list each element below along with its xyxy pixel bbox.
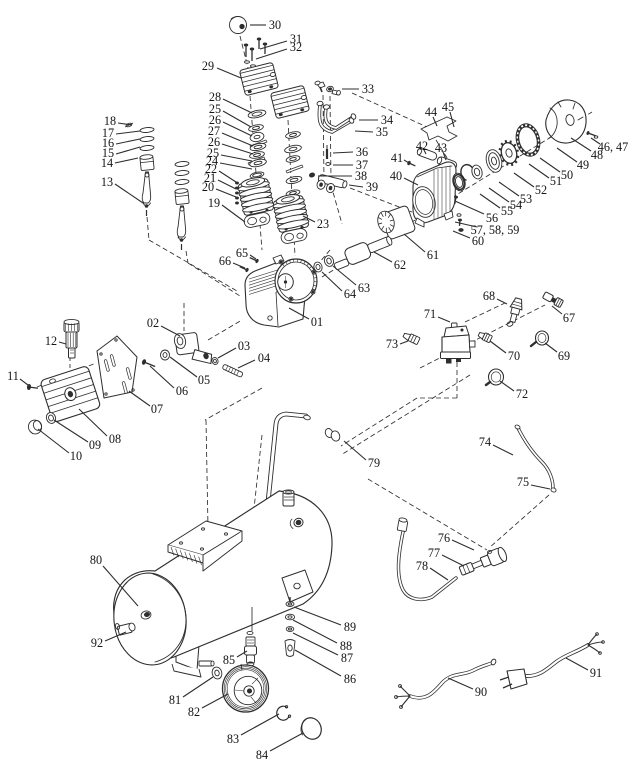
svg-text:49: 49 <box>577 158 589 172</box>
svg-text:19: 19 <box>208 196 220 210</box>
svg-text:71: 71 <box>424 307 436 321</box>
svg-text:08: 08 <box>109 432 121 446</box>
svg-text:31: 31 <box>290 32 302 46</box>
svg-text:53: 53 <box>520 192 532 206</box>
svg-text:79: 79 <box>368 456 380 470</box>
svg-text:65: 65 <box>236 246 248 260</box>
svg-text:62: 62 <box>394 258 406 272</box>
svg-text:28: 28 <box>209 90 221 104</box>
svg-text:02: 02 <box>147 316 159 330</box>
svg-text:30: 30 <box>269 18 281 32</box>
svg-text:74: 74 <box>479 435 491 449</box>
svg-text:85: 85 <box>223 653 235 667</box>
svg-text:20: 20 <box>202 180 214 194</box>
svg-text:84: 84 <box>256 748 268 762</box>
svg-text:42: 42 <box>416 139 428 153</box>
svg-text:12: 12 <box>45 334 57 348</box>
svg-text:61: 61 <box>427 248 439 262</box>
svg-text:45: 45 <box>442 100 454 114</box>
svg-text:44: 44 <box>425 105 437 119</box>
svg-text:32: 32 <box>290 40 302 54</box>
svg-text:63: 63 <box>358 281 370 295</box>
svg-text:75: 75 <box>517 475 529 489</box>
svg-text:54: 54 <box>510 198 522 212</box>
svg-text:70: 70 <box>508 349 520 363</box>
svg-text:73: 73 <box>386 337 398 351</box>
svg-text:90: 90 <box>475 685 487 699</box>
svg-text:13: 13 <box>101 175 113 189</box>
svg-text:78: 78 <box>416 559 428 573</box>
svg-text:82: 82 <box>188 705 200 719</box>
svg-text:72: 72 <box>516 387 528 401</box>
svg-text:60: 60 <box>472 234 484 248</box>
svg-text:67: 67 <box>563 311 575 325</box>
svg-text:87: 87 <box>341 651 353 665</box>
svg-text:36: 36 <box>356 145 368 159</box>
svg-text:38: 38 <box>355 169 367 183</box>
svg-text:83: 83 <box>227 732 239 746</box>
svg-text:68: 68 <box>483 289 495 303</box>
svg-text:39: 39 <box>366 180 378 194</box>
svg-text:29: 29 <box>202 59 214 73</box>
svg-text:01: 01 <box>311 315 323 329</box>
svg-text:18: 18 <box>104 114 116 128</box>
svg-text:55: 55 <box>501 204 513 218</box>
svg-text:24: 24 <box>206 154 218 168</box>
svg-text:69: 69 <box>558 349 570 363</box>
svg-text:37: 37 <box>356 158 368 172</box>
svg-text:06: 06 <box>176 384 188 398</box>
svg-text:25: 25 <box>209 102 221 116</box>
svg-text:11: 11 <box>7 369 19 383</box>
svg-text:34: 34 <box>381 113 393 127</box>
svg-text:07: 07 <box>151 402 163 416</box>
svg-text:56: 56 <box>486 211 498 225</box>
svg-text:91: 91 <box>590 666 602 680</box>
svg-text:43: 43 <box>435 141 447 155</box>
svg-text:35: 35 <box>376 125 388 139</box>
svg-text:86: 86 <box>344 672 356 686</box>
svg-text:10: 10 <box>70 449 82 463</box>
svg-text:88: 88 <box>340 639 352 653</box>
svg-text:16: 16 <box>102 136 114 150</box>
svg-text:03: 03 <box>238 339 250 353</box>
svg-text:21: 21 <box>204 171 216 185</box>
svg-text:05: 05 <box>198 373 210 387</box>
svg-text:57, 58, 59: 57, 58, 59 <box>471 223 520 237</box>
svg-text:89: 89 <box>344 620 356 634</box>
svg-text:41: 41 <box>391 151 403 165</box>
svg-text:14: 14 <box>101 156 113 170</box>
svg-text:15: 15 <box>102 146 114 160</box>
svg-text:80: 80 <box>90 553 102 567</box>
svg-text:25: 25 <box>207 146 219 160</box>
svg-text:26: 26 <box>209 113 221 127</box>
svg-text:27: 27 <box>208 124 220 138</box>
svg-text:64: 64 <box>344 287 356 301</box>
svg-text:76: 76 <box>438 531 450 545</box>
svg-text:09: 09 <box>89 438 101 452</box>
svg-text:52: 52 <box>535 183 547 197</box>
svg-text:51: 51 <box>550 174 562 188</box>
svg-text:22: 22 <box>205 162 217 176</box>
svg-text:48: 48 <box>591 148 603 162</box>
svg-text:81: 81 <box>169 693 181 707</box>
svg-text:23: 23 <box>317 217 329 231</box>
svg-text:17: 17 <box>102 126 114 140</box>
svg-text:40: 40 <box>390 169 402 183</box>
svg-text:33: 33 <box>362 82 374 96</box>
svg-text:92: 92 <box>91 636 103 650</box>
svg-text:50: 50 <box>561 168 573 182</box>
svg-text:77: 77 <box>428 546 440 560</box>
svg-text:26: 26 <box>208 135 220 149</box>
svg-text:46, 47: 46, 47 <box>598 140 628 154</box>
svg-text:04: 04 <box>258 351 270 365</box>
svg-text:66: 66 <box>219 254 231 268</box>
